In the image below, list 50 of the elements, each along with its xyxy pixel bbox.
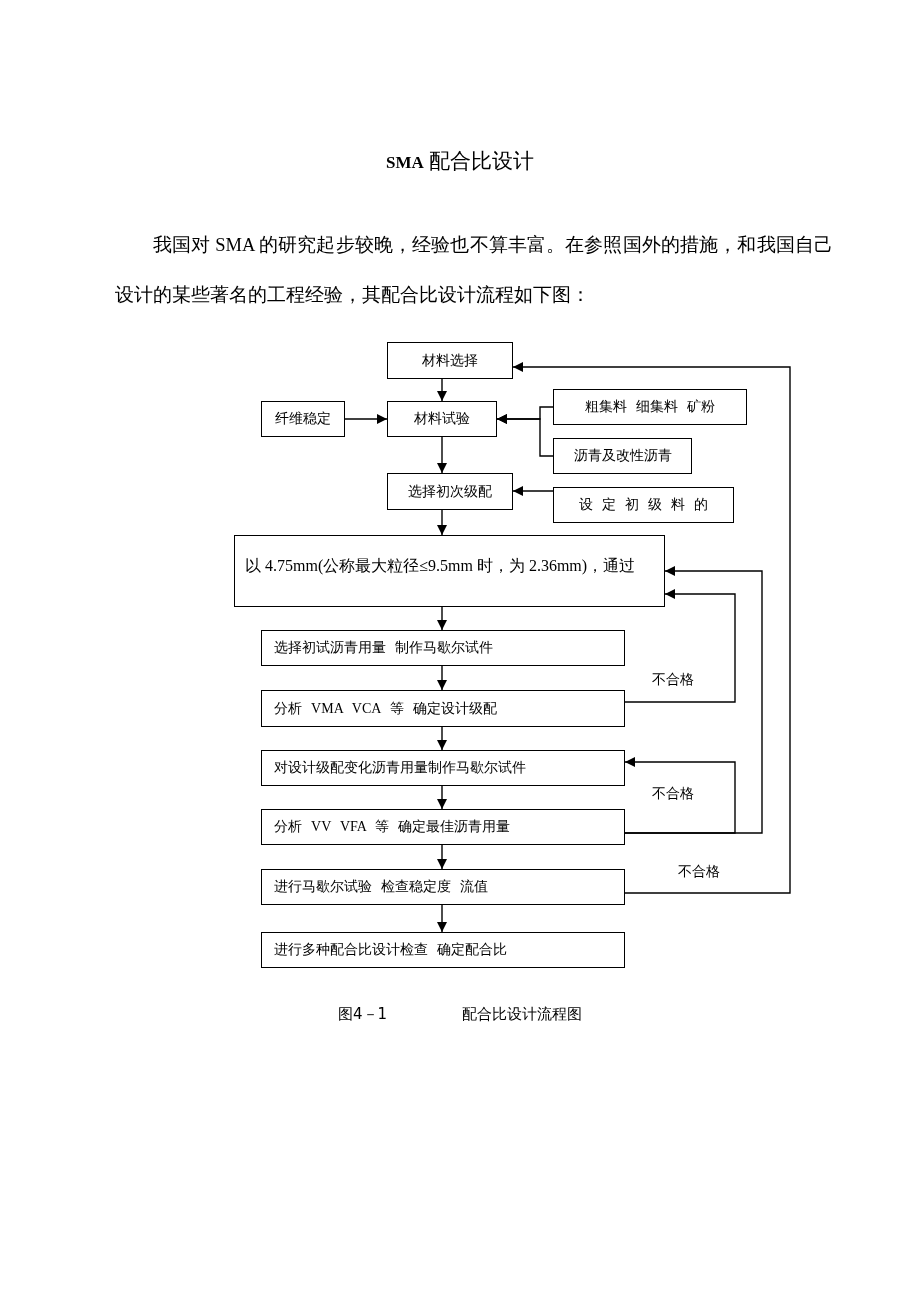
box-label: 以 4.75mm(公称最大粒径≤9.5mm 时，为 2.36mm)，通过 <box>245 558 636 574</box>
arrow <box>624 566 763 834</box>
arrow <box>437 509 447 536</box>
arrow <box>624 757 736 834</box>
edge-label: 不合格 <box>650 787 696 801</box>
arrow <box>437 904 447 933</box>
arrow <box>437 436 447 474</box>
box-label: 进行多种配合比设计检查 确定配合比 <box>274 943 508 957</box>
process-box <box>553 438 692 474</box>
process-box <box>261 690 625 727</box>
process-box <box>553 389 747 425</box>
process-box <box>387 401 497 437</box>
box-label: 纤维稳定 <box>275 412 331 426</box>
process-box <box>261 932 625 968</box>
arrow <box>437 606 447 631</box>
arrow <box>512 486 554 496</box>
process-box <box>553 487 734 523</box>
process-box <box>261 630 625 666</box>
figure-caption: 图4－1 配合比设计流程图 <box>338 1004 582 1025</box>
process-box <box>261 809 625 845</box>
intro-paragraph: 我国对 SMA 的研究起步较晚，经验也不算丰富。在参照国外的措施，和我国自己设计的某些著名的工程经验，其配合比设计流程如下图： <box>115 234 833 307</box>
process-box <box>261 869 625 905</box>
process-box <box>234 535 665 607</box>
process-box <box>261 401 345 437</box>
box-label: 沥青及改性沥青 <box>573 449 672 463</box>
process-box <box>261 750 625 786</box>
arrow <box>437 844 447 870</box>
process-box <box>387 342 513 379</box>
arrow <box>624 589 736 703</box>
arrow <box>437 378 447 402</box>
edge-label: 不合格 <box>650 673 696 687</box>
box-label: 分析 VMA VCA 等 确定设计级配 <box>274 701 497 716</box>
box-label: 设 定 初 级 料 的 <box>578 498 709 512</box>
arrow <box>512 362 791 894</box>
process-box <box>387 473 513 510</box>
arrow <box>437 726 447 751</box>
box-label: 粗集料 细集料 矿粉 <box>584 400 716 414</box>
page-title: SMA 配合比设计 <box>386 148 534 175</box>
box-label: 材料试验 <box>414 412 470 426</box>
box-label: 分析 VV VFA 等 确定最佳沥青用量 <box>274 820 511 834</box>
box-label: 选择初次级配 <box>408 484 492 499</box>
arrow <box>496 414 554 457</box>
box-label: 进行马歇尔试验 检查稳定度 流值 <box>274 880 489 894</box>
arrow <box>437 665 447 691</box>
arrow <box>437 785 447 810</box>
edge-label: 不合格 <box>676 865 722 879</box>
box-label: 选择初试沥青用量 制作马歇尔试件 <box>274 641 494 655</box>
arrow <box>344 414 388 424</box>
box-label: 材料选择 <box>422 353 478 368</box>
box-label: 对设计级配变化沥青用量制作马歇尔试件 <box>274 761 526 775</box>
